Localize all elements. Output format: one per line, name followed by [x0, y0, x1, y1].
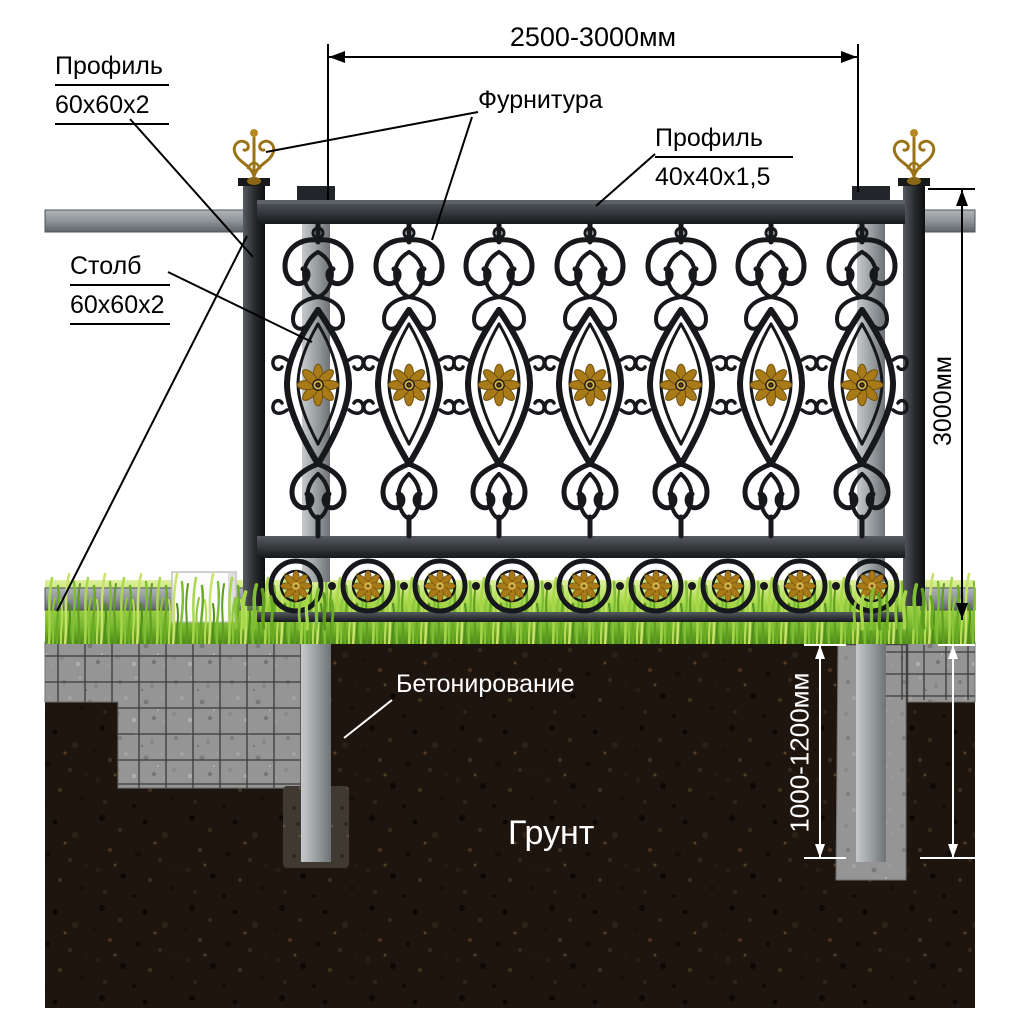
- post-left: [232, 127, 276, 606]
- fence-panel: [257, 200, 907, 622]
- label-concreting: Бетонирование: [396, 670, 575, 698]
- buried-post-left: [301, 616, 331, 862]
- label-post-line1: Столб: [70, 250, 170, 286]
- panel-bottom-rail: [257, 536, 905, 558]
- label-profile-top-line2: 60х60х2: [55, 89, 169, 125]
- height-dimension: [928, 188, 975, 620]
- label-profile-top: Профиль 60х60х2: [55, 50, 169, 128]
- buried-post-right: [856, 616, 886, 862]
- depth-dimension: [804, 644, 975, 859]
- label-profile-top-line1: Профиль: [55, 50, 169, 86]
- label-profile-small: Профиль 40х40х1,5: [655, 122, 793, 193]
- post-right: [892, 127, 936, 606]
- span-dimension: [327, 44, 859, 200]
- dimension-span-label: 2500-3000мм: [509, 22, 677, 52]
- label-ground: Грунт: [508, 814, 595, 852]
- label-profile-small-line1: Профиль: [655, 122, 793, 158]
- label-fittings: Фурнитура: [478, 86, 603, 114]
- dimension-depth-label: 1000-1200мм: [784, 672, 815, 833]
- buried-posts: [283, 616, 886, 868]
- panel-base-bar: [257, 612, 905, 622]
- label-profile-small-line2: 40х40х1,5: [655, 163, 771, 191]
- concrete-foundation-left: [44, 641, 311, 789]
- label-post-line2: 60х60х2: [70, 289, 170, 325]
- leader-lines: [56, 111, 656, 612]
- label-post: Столб 60х60х2: [70, 250, 170, 328]
- concreting-leader-line: [343, 699, 393, 739]
- dimension-height-label: 3000мм: [929, 356, 957, 446]
